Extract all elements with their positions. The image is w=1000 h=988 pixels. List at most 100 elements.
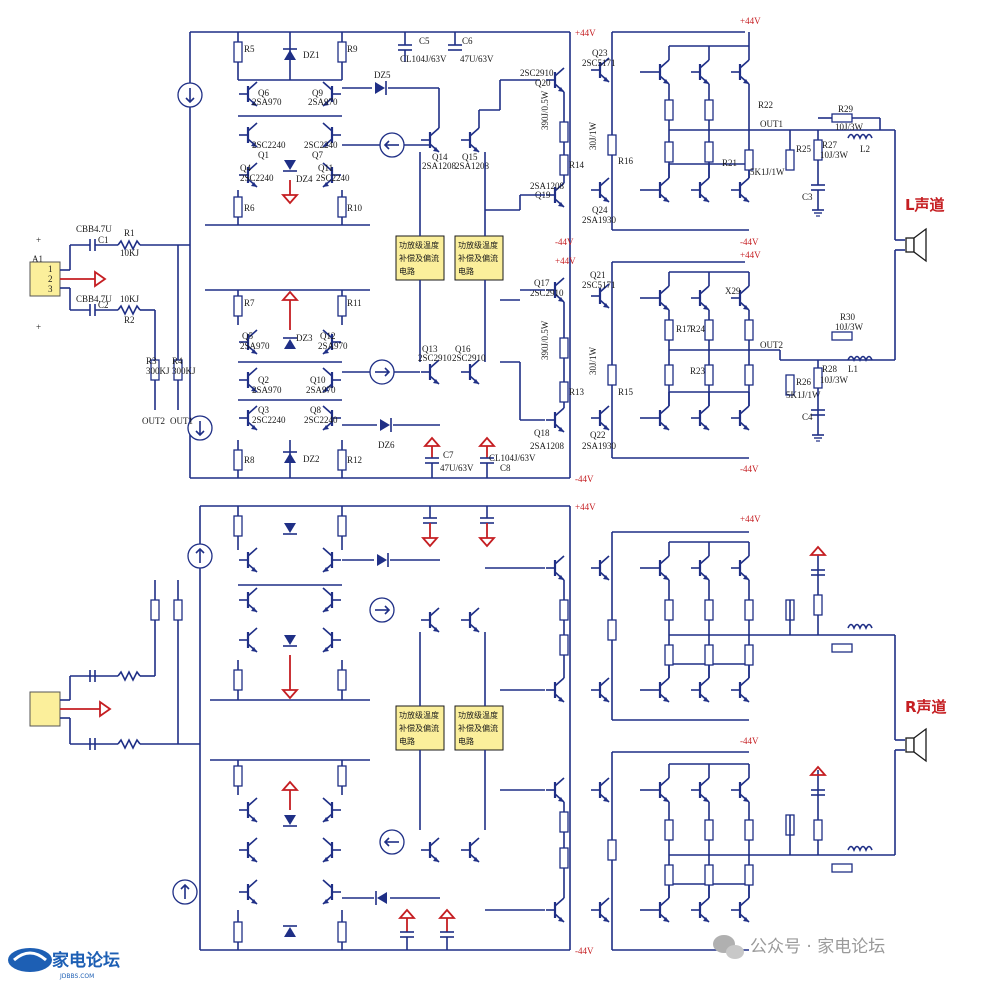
q1-ref: Q1 [258,150,269,160]
r30-value: 10J/3W [835,322,864,332]
ground-icon [809,765,827,776]
logo-subtext: JDBBS.COM [59,973,94,980]
logo-text: 家电论坛 [52,950,120,971]
zener-icon [282,522,298,535]
q3-ref: Q3 [258,405,269,415]
r5-label: R5 [244,44,255,54]
pin-1: 1 [48,264,53,274]
r4-value: 300KJ [172,366,196,376]
r17-label: R17 [676,324,692,334]
r26-ref: R26 [796,377,812,387]
watermark-text: 公众号 · 家电论坛 [750,937,885,957]
r30-ref: R30 [840,312,856,322]
q9-type: 2SA970 [308,97,338,107]
q9-ref: Q9 [312,88,323,98]
dz6-label: DZ6 [378,440,395,450]
x29-label: X29 [725,286,741,296]
l1-label: L1 [848,364,858,374]
emitter-res-1: 390J/0.5W [540,90,550,130]
q15-type: 2SA1208 [455,161,490,171]
q19-type: 2SA1208 [530,181,565,191]
q14-type: 2SA1208 [422,161,457,171]
c1-value: CBB4.7U [76,224,112,234]
q11-ref: Q11 [318,163,333,173]
zener-icon [379,417,392,433]
c8-value: CL104J/63V [489,453,536,463]
r7-label: R7 [244,298,255,308]
r23-label: R23 [690,366,706,376]
q18-ref: Q18 [534,428,550,438]
box-line-3: 电路 [458,266,474,276]
q17-ref: Q17 [534,278,550,288]
q10-type: 2SA970 [306,385,336,395]
r25-ref: R25 [796,144,812,154]
q10-ref: Q10 [310,375,326,385]
c5-ref: C5 [419,36,430,46]
rail-pos-bottom: +44V [575,502,596,512]
box-line-3: 电路 [399,736,415,746]
zener-icon [282,634,298,647]
q14-ref: Q14 [432,152,448,162]
q16-ref: Q16 [455,344,471,354]
q13-type: 2SC2910 [418,353,452,363]
rail-neg-top: -44V [575,474,594,484]
r28-value: 10J/3W [820,375,849,385]
rail-power-3: +44V [740,514,761,524]
box-line-3: 电路 [458,736,474,746]
r3-value: 300KJ [146,366,170,376]
c2-value: CBB4.7U [76,294,112,304]
emitter-res-2: 390J/0.5W [540,320,550,360]
q1-type: 2SC2240 [252,140,286,150]
q2-type: 2SA970 [252,385,282,395]
pin-3: 3 [48,284,53,294]
zener-icon [282,925,298,938]
q6-type: 2SA970 [252,97,282,107]
q13-ref: Q13 [422,344,438,354]
c6-ref: C6 [462,36,473,46]
ground-icon [398,908,416,919]
current-source-icon [369,597,395,623]
plus-bottom: + [36,322,41,332]
r4-ref: R4 [172,356,183,366]
zener-icon [375,890,388,906]
q22-type: 2SA1930 [582,441,617,451]
r10-label: R10 [347,203,363,213]
ground-icon [281,689,299,700]
rail-power-4: -44V [740,736,759,746]
q7-ref: Q7 [312,150,323,160]
r1-ref: R1 [124,228,135,238]
q3-type: 2SC2240 [252,415,286,425]
zener-icon [374,80,387,96]
r29-ref: R29 [838,104,854,114]
r2-ref: R2 [124,315,135,325]
q15-ref: Q15 [462,152,478,162]
current-source-icon [187,543,213,569]
r27-value: 10J/3W [820,150,849,160]
ground-icon [421,537,439,548]
l2-label: L2 [860,144,870,154]
q20-ref: Q20 [535,78,551,88]
q21-ref: Q21 [590,270,606,280]
q16-type: 2SC2910 [452,353,486,363]
c1-ref: C1 [98,235,109,245]
r8-label: R8 [244,455,255,465]
channel-right-label: R声道 [905,698,947,716]
current-source-icon [379,829,405,855]
r14-label: R14 [569,160,585,170]
r13-label: R13 [569,387,585,397]
box-line-2: 补偿及偏流 [399,723,439,733]
c7-value: 47U/63V [440,463,474,473]
q5-type: 2SA970 [240,341,270,351]
ground-icon [423,436,441,447]
r16-label: R16 [618,156,634,166]
q23-type: 2SC5171 [582,58,616,68]
pin-2: 2 [48,274,53,284]
q5-ref: Q5 [242,331,253,341]
r11-label: R11 [347,298,362,308]
zener-icon [282,48,298,61]
current-source-icon [379,132,405,158]
box-line-1: 功放级温度 [399,710,439,720]
emitter-res-3: 30J/1W [588,121,598,150]
q12-type: 2SA970 [318,341,348,351]
